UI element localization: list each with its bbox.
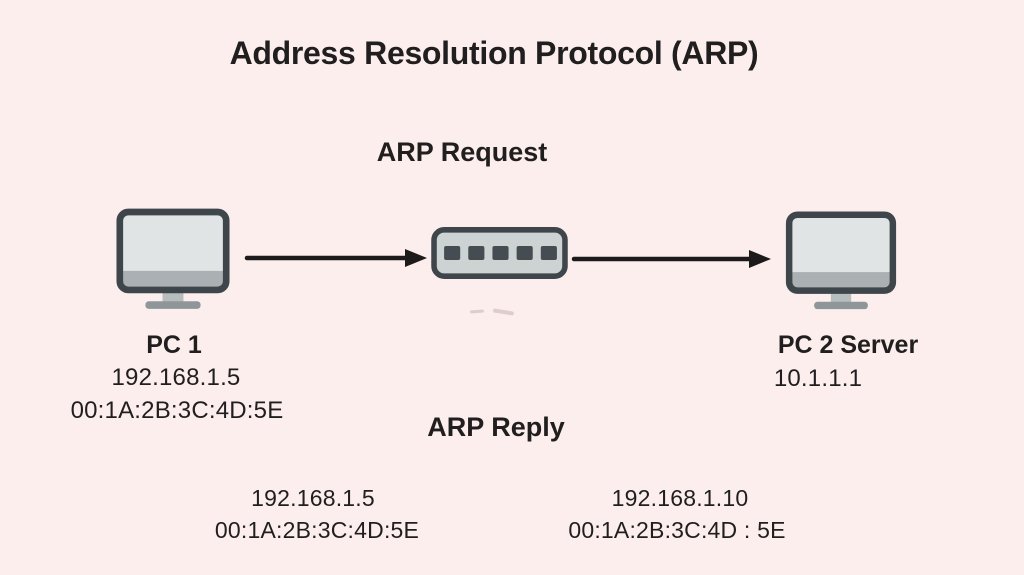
- arrow-right-icon: [571, 250, 771, 268]
- pc-monitor-icon: [780, 211, 902, 311]
- pc1-ip-label: 192.168.1.5: [111, 364, 241, 391]
- arp-request-label: ARP Request: [376, 137, 548, 167]
- page-title: Address Resolution Protocol (ARP): [229, 35, 759, 71]
- network-switch-icon: [431, 226, 568, 280]
- reply-left-mac-label: 00:1A:2B:3C:4D:5E: [214, 517, 420, 543]
- pc1-name-label: PC 1: [146, 331, 202, 359]
- pc2-name-label: PC 2 Server: [777, 331, 919, 359]
- pc2-ip-label: 10.1.1.1: [773, 365, 863, 392]
- arp-reply-label: ARP Reply: [427, 412, 565, 442]
- arrow-right-icon: [244, 249, 427, 267]
- reply-right-mac-label: 00:1A:2B:3C:4D : 5E: [568, 517, 786, 543]
- reply-right-ip-label: 192.168.1.10: [611, 485, 749, 511]
- switch-ports: [444, 245, 557, 261]
- pc1-mac-label: 00:1A:2B:3C:4D:5E: [70, 397, 284, 424]
- pc-monitor-icon: [116, 208, 230, 311]
- reply-left-ip-label: 192.168.1.5: [251, 485, 375, 511]
